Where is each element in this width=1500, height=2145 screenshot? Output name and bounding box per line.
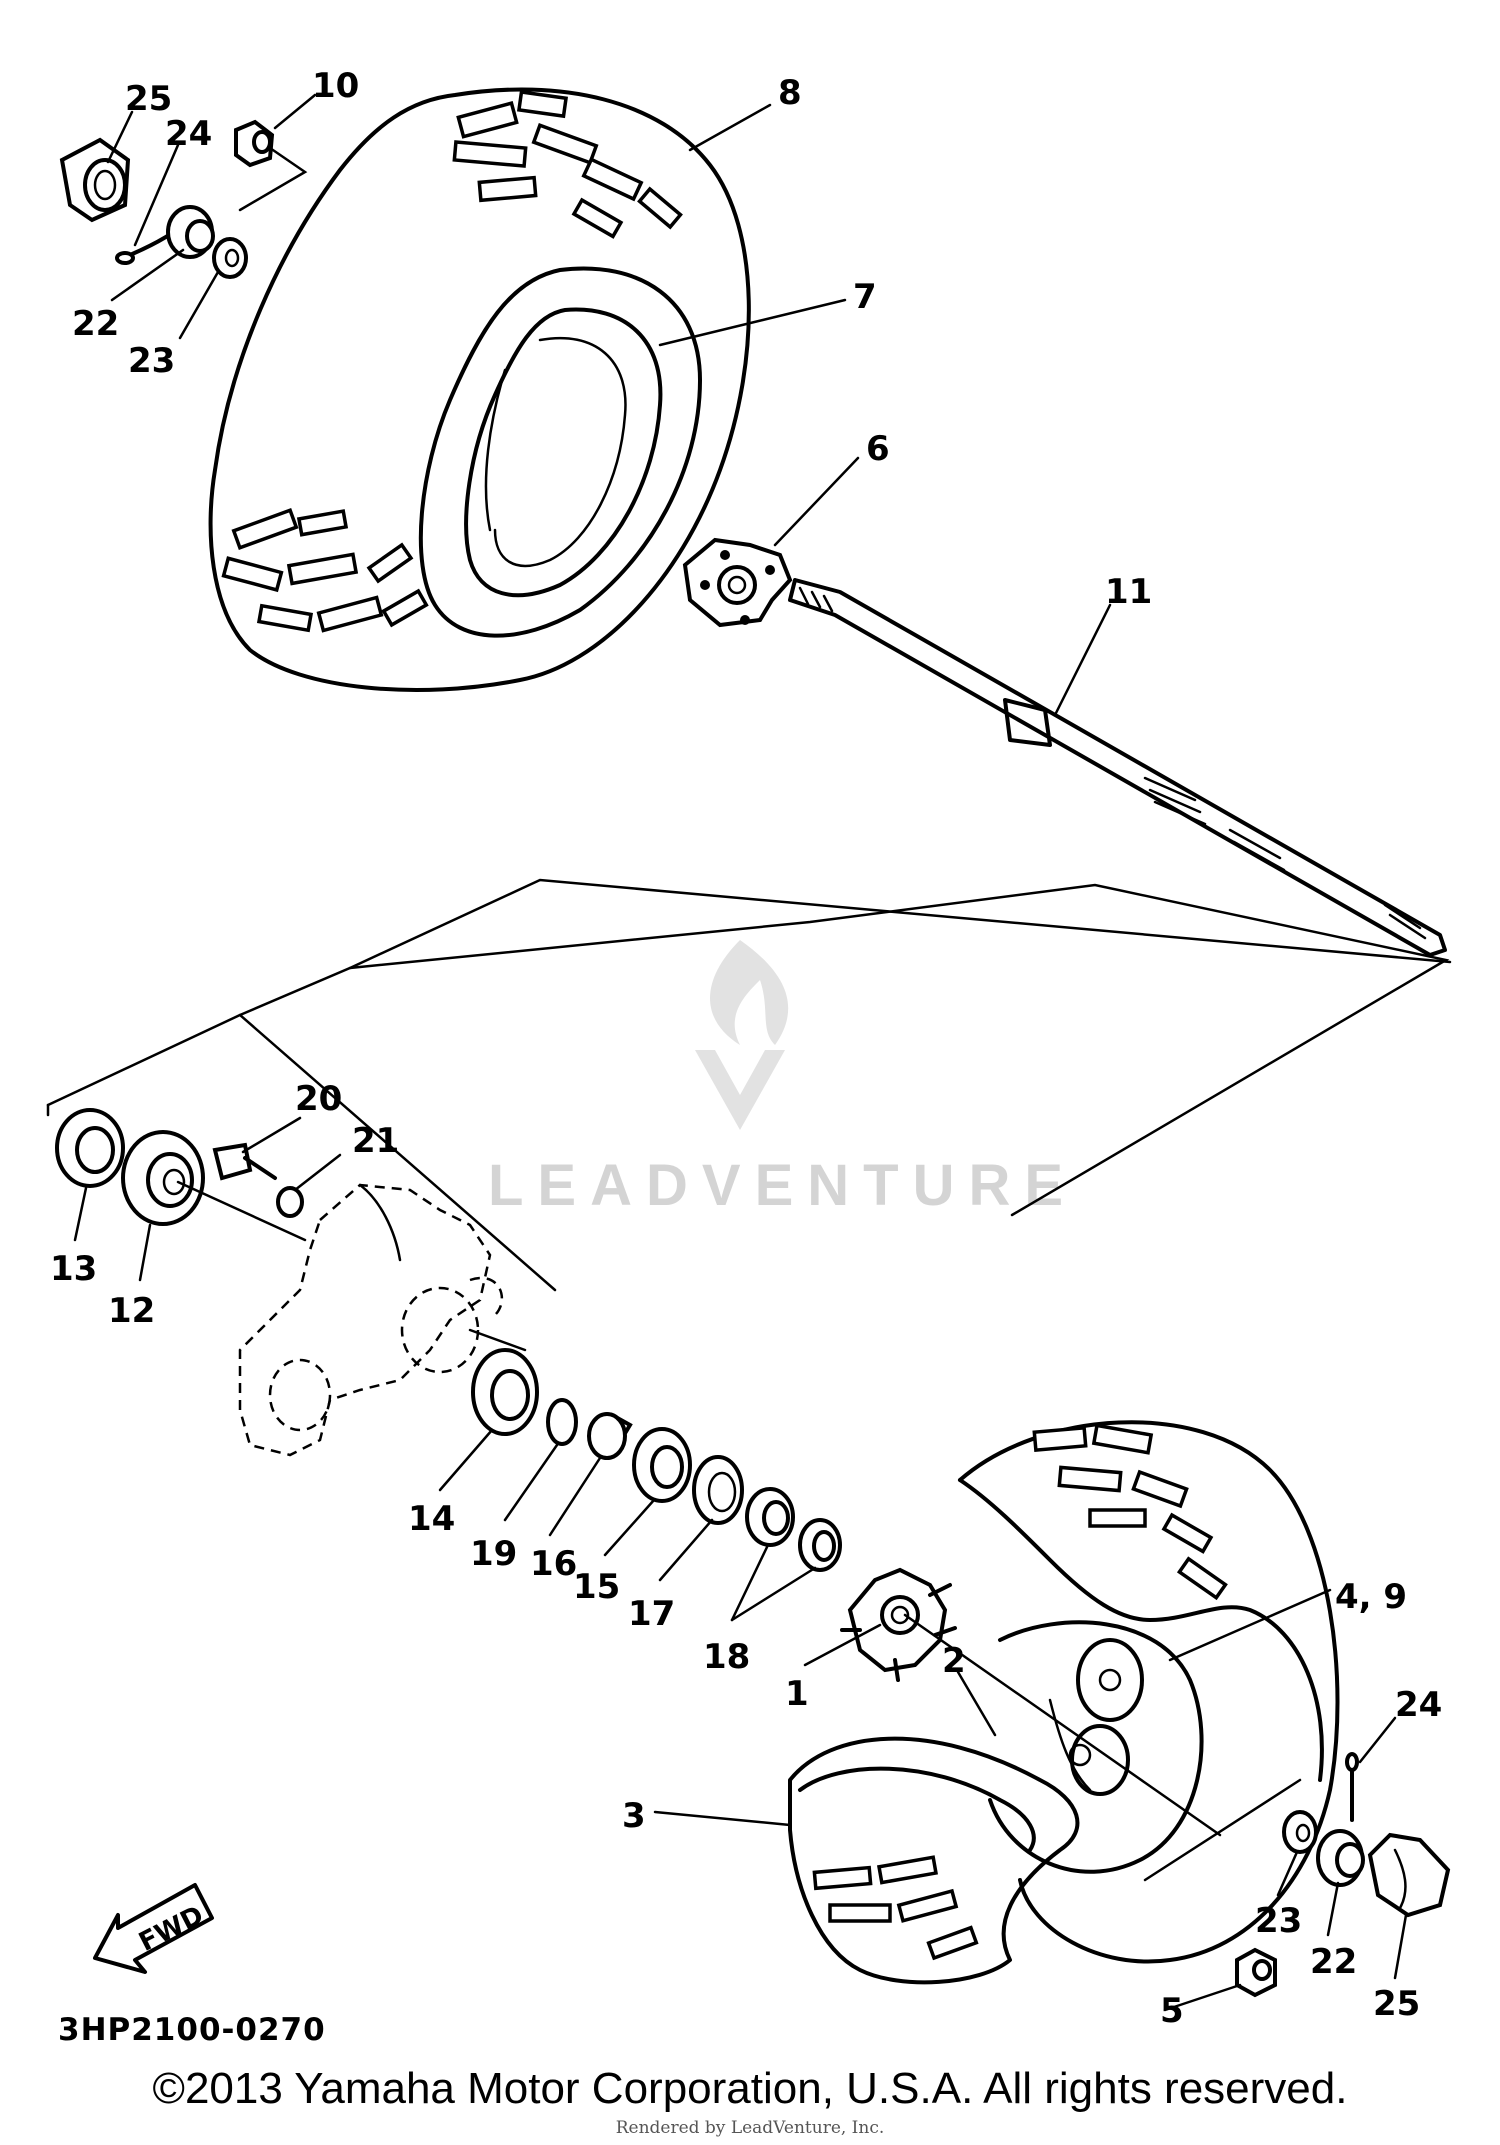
axle: [788, 578, 1447, 957]
oil-seal-17: [692, 1455, 744, 1525]
hub-top: [682, 537, 793, 628]
bolt-20: [212, 1142, 277, 1181]
callout-25-top: 25: [125, 79, 172, 119]
callout-6: 6: [866, 429, 890, 469]
lug-nut-5: [1235, 1947, 1277, 1998]
callout-19: 19: [470, 1534, 517, 1574]
callout-4-9: 4, 9: [1335, 1577, 1407, 1617]
callout-23-bottom: 23: [1255, 1901, 1302, 1941]
fwd-arrow-icon: FWD: [93, 1883, 214, 1974]
fwd-label: FWD: [134, 1900, 208, 1958]
drawing-code: 3HP2100-0270: [58, 2012, 326, 2048]
tire-bottom-right: [958, 1420, 1340, 1964]
callout-5: 5: [1160, 1991, 1184, 2031]
bearing-15: [632, 1427, 692, 1503]
callout-1: 1: [785, 1674, 809, 1714]
callout-14: 14: [408, 1499, 455, 1539]
callouts: 25 24 10 8 22 23 7 6 11 20 21 13 12 14 1…: [50, 66, 1442, 2031]
callout-12: 12: [108, 1291, 155, 1331]
callout-22-top: 22: [72, 304, 119, 344]
tire-bottom-left: [788, 1736, 1080, 1985]
callout-25-bottom: 25: [1373, 1984, 1420, 2024]
wheel-rim: [988, 1620, 1204, 1874]
callout-17: 17: [628, 1594, 675, 1634]
circlip-19: [546, 1398, 578, 1446]
cap-nut-top: [59, 137, 131, 223]
oil-seal-13: [55, 1108, 125, 1188]
watermark-text: LEADVENTURE: [488, 1153, 1077, 1218]
callout-7: 7: [853, 277, 877, 317]
callout-13: 13: [50, 1249, 97, 1289]
callout-18: 18: [703, 1637, 750, 1677]
callout-24-bottom: 24: [1395, 1685, 1442, 1725]
leader-lines: [73, 93, 1408, 2012]
callout-3: 3: [622, 1796, 646, 1836]
castle-nut-22-bottom: [1316, 1829, 1365, 1887]
callout-10: 10: [312, 66, 359, 106]
washer-top: [212, 237, 248, 279]
washer-21: [276, 1186, 304, 1218]
washer-23-bottom: [1282, 1810, 1318, 1854]
copyright-notice: ©2013 Yamaha Motor Corporation, U.S.A. A…: [152, 2064, 1348, 2113]
callout-2: 2: [942, 1641, 966, 1681]
rendered-by-notice: Rendered by LeadVenture, Inc.: [615, 2118, 885, 2138]
lug-nut-top: [234, 119, 275, 168]
collar-18: [745, 1487, 842, 1572]
callout-16: 16: [530, 1544, 577, 1584]
hub-1: [840, 1567, 957, 1682]
callout-22-bottom: 22: [1310, 1942, 1357, 1982]
bearing-12: [121, 1130, 205, 1226]
cotter-pin-24-bottom: [1345, 1752, 1359, 1822]
tire-top: [208, 87, 751, 692]
callout-20: 20: [295, 1079, 342, 1119]
knuckle: [238, 1183, 527, 1457]
callout-21: 21: [352, 1121, 399, 1161]
cap-nut-25-bottom: [1367, 1832, 1451, 1918]
callout-23-top: 23: [128, 341, 175, 381]
spacer-16: [587, 1412, 633, 1460]
callout-15: 15: [573, 1567, 620, 1607]
castle-nut-top: [166, 205, 215, 259]
callout-11: 11: [1105, 572, 1152, 612]
callout-24-top: 24: [165, 114, 212, 154]
bearing-14: [471, 1348, 539, 1436]
leadventure-watermark: LEADVENTURE: [488, 940, 1077, 1218]
callout-8: 8: [778, 73, 802, 113]
